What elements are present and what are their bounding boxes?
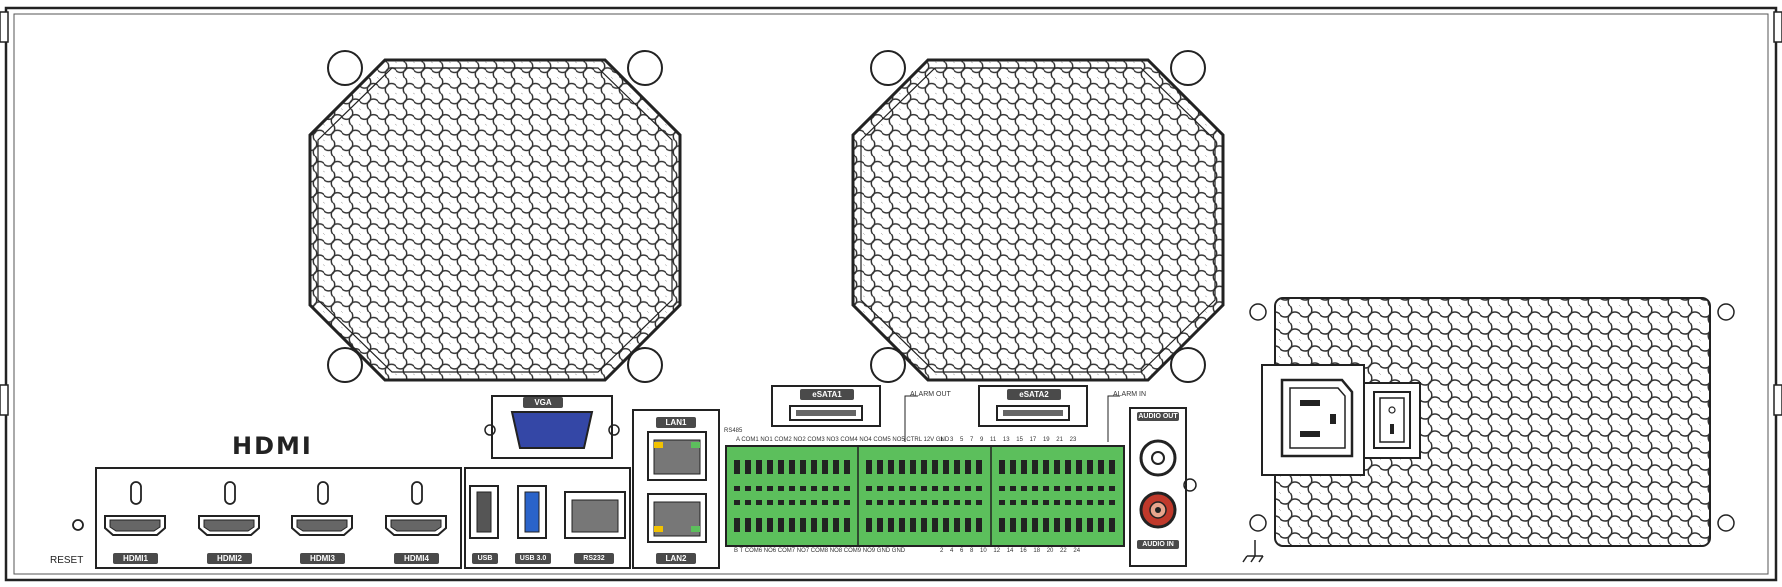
terminal-top-numbers: 1 3 5 7 9 11 13 15 17 19 21 23 (940, 437, 1077, 443)
terminal-top-text: A COM1 NO1 COM2 NO2 COM3 NO3 COM4 NO4 CO… (736, 437, 950, 443)
lan2-label: LAN2 (656, 553, 696, 564)
power-inlet[interactable] (1280, 378, 1354, 458)
lan2-port[interactable] (647, 493, 707, 543)
usb3-label: USB 3.0 (515, 553, 551, 564)
hdmi-port-2[interactable] (198, 481, 260, 536)
alarm-in-label: ALARM IN (1113, 391, 1147, 398)
lan1-port[interactable] (647, 431, 707, 481)
fan-grille-right (851, 50, 1225, 383)
hdmi1-label: HDMI1 (113, 553, 158, 564)
rs232-port[interactable] (564, 491, 626, 539)
audio-in-label: AUDIO IN (1137, 540, 1179, 549)
usb-label: USB (472, 553, 498, 564)
rs232-label: RS232 (574, 553, 614, 564)
vga-label: VGA (523, 397, 563, 408)
audio-in-jack[interactable] (1139, 491, 1177, 529)
usb3-port[interactable] (517, 485, 547, 539)
alarm-terminal-block[interactable] (725, 445, 1125, 547)
hdmi2-label: HDMI2 (207, 553, 252, 564)
reset-label: RESET (50, 555, 84, 566)
ground-symbol-icon (1242, 540, 1264, 563)
audio-out-jack[interactable] (1139, 439, 1177, 477)
esata1-label: eSATA1 (800, 389, 854, 400)
fan-grille-left (308, 50, 682, 383)
hdmi3-label: HDMI3 (300, 553, 345, 564)
hdmi-port-1[interactable] (104, 481, 166, 536)
terminal-bottom-text: B T COM6 NO6 COM7 NO7 COM8 NO8 COM9 NO9 … (734, 548, 906, 554)
power-switch[interactable] (1373, 391, 1411, 449)
audio-group (1129, 407, 1197, 567)
reset-button[interactable] (72, 519, 84, 531)
rs485-label: RS485 (724, 428, 743, 434)
hdmi4-label: HDMI4 (394, 553, 439, 564)
terminal-bottom-numbers: 2 4 6 8 10 12 14 16 18 20 22 24 (940, 548, 1081, 554)
audio-out-label: AUDIO OUT (1137, 412, 1179, 421)
alarm-label-leaders (904, 395, 1120, 442)
hdmi-port-3[interactable] (291, 481, 353, 536)
alarm-out-label: ALARM OUT (910, 391, 951, 398)
usb-port[interactable] (469, 485, 499, 539)
esata2-label: eSATA2 (1007, 389, 1061, 400)
hdmi-port-4[interactable] (385, 481, 447, 536)
lan1-label: LAN1 (656, 417, 696, 428)
hdmi-logo: HDMI (232, 432, 313, 460)
